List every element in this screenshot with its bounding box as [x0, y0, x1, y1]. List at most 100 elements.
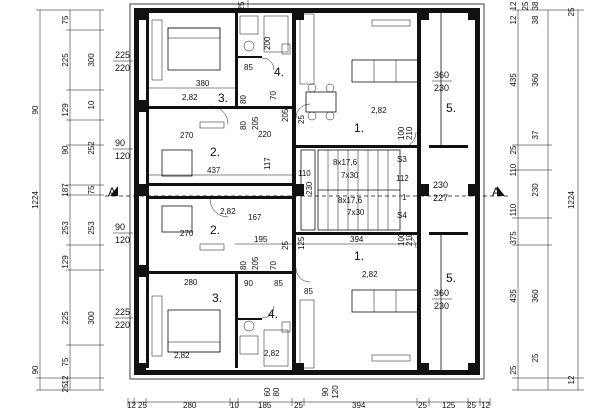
stair-treads-bottom — [327, 190, 389, 230]
window-labels: 225 220 90 120 90 120 225 220 360 230 36… — [113, 50, 452, 330]
idim-85a: 85 — [244, 63, 253, 72]
idim-280: 280 — [184, 278, 198, 287]
walls — [134, 8, 480, 375]
idim-200: 200 — [263, 36, 272, 50]
bed-room2-top — [161, 149, 193, 177]
room-numbers: 1. 2. 3. 4. 5. 1. 2. 3. 4. 5. — [210, 65, 456, 321]
dim-left-c: 90 — [31, 365, 40, 374]
dim-r-5: 230 — [531, 183, 540, 197]
idim-112: 112 — [396, 174, 409, 183]
idim-125: 125 — [297, 236, 306, 250]
dim-l-9: 12 — [61, 375, 70, 384]
win-ml1-bot: 120 — [115, 151, 130, 161]
bvdim-0: 60 — [263, 387, 272, 396]
room-5-bottom: 5. — [446, 271, 456, 285]
dining-table-top — [305, 91, 337, 113]
win-br-top: 360 — [434, 288, 449, 298]
dim-r-3: 37 — [531, 130, 540, 139]
idim-80a: 80 — [239, 121, 248, 130]
dim-r-10: 435 — [509, 289, 518, 303]
idim-167: 167 — [248, 213, 262, 222]
dim-l2-1: 10 — [87, 100, 96, 109]
win-br-bot: 230 — [434, 301, 449, 311]
idim-80c: 80 — [239, 95, 248, 104]
dim-r-8: 25 — [531, 353, 540, 362]
dim-r-4: 110 — [509, 163, 518, 176]
level-5: 2,82 — [174, 351, 190, 360]
dim-r-12: 12 — [509, 15, 518, 24]
stairs: 8x17,6 7x30 8x17,6 7x30 S3 S4 — [300, 149, 407, 231]
idim-380: 380 — [196, 79, 210, 88]
stair-bot-run: 8x17,6 — [338, 196, 363, 205]
bdim-6: 394 — [352, 401, 366, 410]
outer-wall-lines — [129, 3, 485, 380]
room-3-bottom: 3. — [212, 291, 222, 305]
idim-100a: 100 — [397, 126, 406, 140]
section-line: A A 1 — [105, 185, 510, 202]
dim-l-0: 75 — [61, 15, 70, 24]
win-mr-top: 230 — [433, 180, 448, 190]
win-tr-bot: 230 — [434, 83, 449, 93]
bdim-3: 10 — [230, 401, 239, 410]
right-dimension-chains: 12 435 25 110 110 375 435 25 360 37 230 … — [509, 7, 584, 391]
dim-l-5: 253 — [61, 221, 70, 235]
dim-right-b: 25 — [567, 7, 576, 16]
win-tl-bot: 220 — [115, 63, 130, 73]
room-2-top: 2. — [210, 145, 220, 159]
dim-l2-2: 252 — [87, 141, 96, 155]
win-ml1-top: 90 — [115, 138, 125, 148]
idim-80b: 80 — [239, 261, 248, 270]
idim-85c: 85 — [304, 287, 313, 296]
idim-195: 195 — [254, 235, 268, 244]
bed-top — [167, 27, 221, 71]
idim-100b: 100 — [397, 232, 406, 246]
idim-210a: 210 — [405, 126, 414, 140]
bvdim-2: 90 — [321, 387, 330, 396]
idim-205a: 205 — [251, 116, 260, 130]
idim-394: 394 — [350, 235, 364, 244]
stair-top-tread: 7x30 — [341, 171, 359, 180]
dim-l2-4: 253 — [87, 221, 96, 235]
bdim-7: 25 — [418, 401, 427, 410]
room-3-top: 3. — [218, 91, 228, 105]
dim-l-6: 129 — [61, 255, 70, 269]
idim-110: 110 — [298, 169, 311, 178]
sofa-top — [351, 59, 419, 83]
dim-top-right1: 12 — [509, 1, 518, 10]
win-bl-bot: 220 — [115, 320, 130, 330]
win-mr-bot: 227 — [433, 193, 448, 203]
level-marks: 2,82 2,82 2,82 2,82 2,82 2,82 — [174, 93, 387, 360]
dim-l2-3: 75 — [87, 185, 96, 194]
dim-l-1: 225 — [61, 53, 70, 67]
dim-r-7: 375 — [509, 231, 518, 245]
section-mark-left: A — [108, 185, 116, 199]
idim-117: 117 — [263, 157, 272, 170]
level-2: 2,82 — [371, 106, 387, 115]
dim-r-2: 25 — [509, 145, 518, 154]
bdim-4: 185 — [258, 401, 272, 410]
dim-l-10: 25 — [61, 383, 70, 392]
bottom-dimension-chain: 12 25 280 10 185 25 394 25 125 25 12 60 … — [127, 385, 490, 410]
dim-l-3: 90 — [61, 145, 70, 154]
idim-70a: 70 — [269, 91, 278, 100]
win-tr-top: 360 — [434, 70, 449, 80]
section-mark-right: A — [492, 185, 500, 199]
bvdim-3: 120 — [331, 385, 340, 399]
level-6: 2,82 — [264, 349, 280, 358]
doors — [209, 57, 417, 319]
stair-top-run: 8x17,6 — [333, 158, 358, 167]
room-2-bottom: 2. — [210, 223, 220, 237]
dim-top-left: 25 — [237, 1, 246, 10]
level-1: 2,82 — [182, 93, 198, 102]
left-dimension-chains: 1224 90 90 75 225 129 90 187 253 129 225… — [31, 9, 104, 392]
stair-treads-top — [327, 150, 389, 190]
stair-bot-tread: 7x30 — [347, 208, 365, 217]
win-bl-top: 225 — [115, 307, 130, 317]
idim-205b: 205 — [251, 256, 260, 270]
dim-left-a: 90 — [31, 105, 40, 114]
level-4: 2,82 — [362, 270, 378, 279]
room-4-bottom: 4. — [268, 307, 278, 321]
idim-85b: 85 — [274, 279, 283, 288]
room-1-bottom: 1. — [354, 249, 364, 263]
